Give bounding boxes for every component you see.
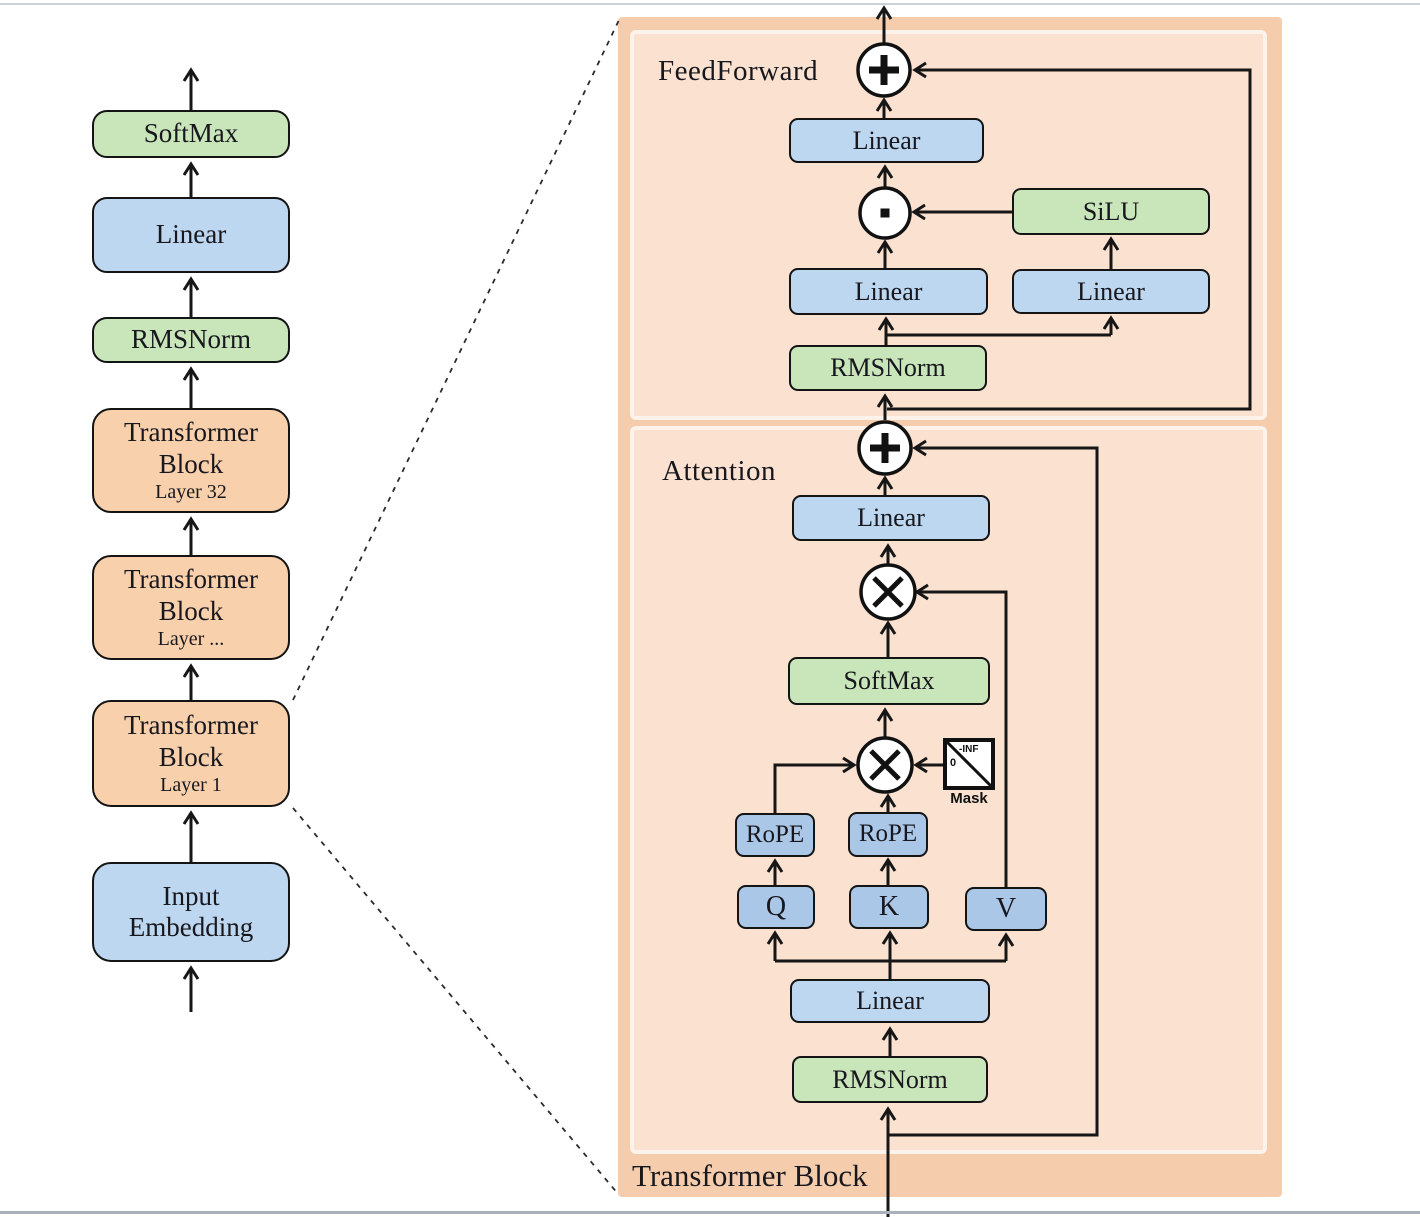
attn-linear-out-box: Linear — [792, 495, 990, 541]
left-linear-box: Linear — [92, 197, 290, 273]
tb32-line3: Layer 32 — [155, 480, 227, 503]
attention-section-label: Attention — [662, 455, 777, 487]
tb1-line2: Block — [158, 741, 224, 772]
left-softmax-label: SoftMax — [143, 118, 239, 149]
attn-linear-in-label: Linear — [856, 986, 924, 1016]
tb1-line3: Layer 1 — [160, 773, 222, 796]
rope-k-box: RoPE — [848, 812, 928, 857]
ff-linear-top-label: Linear — [852, 125, 921, 155]
ff-rmsnorm-label: RMSNorm — [830, 353, 946, 383]
tbdots-line2: Block — [158, 595, 224, 626]
ff-linear-left-box: Linear — [789, 268, 988, 315]
rope-k-label: RoPE — [858, 820, 918, 848]
q-box: Q — [737, 885, 815, 929]
left-softmax-box: SoftMax — [92, 110, 290, 158]
bottom-border-line — [0, 1211, 1420, 1214]
tb32-line1: Transformer — [124, 417, 258, 448]
tb32-line2: Block — [158, 448, 224, 479]
transformer-block-title: Transformer Block — [632, 1158, 868, 1193]
transformer-block-layer-dots-box: Transformer Block Layer ... — [92, 555, 290, 660]
mask-icon — [943, 738, 995, 790]
top-border-line — [0, 3, 1420, 5]
ff-linear-right-label: Linear — [1077, 276, 1145, 306]
tbdots-line1: Transformer — [124, 564, 258, 595]
k-label: K — [878, 890, 900, 922]
add-icon — [856, 42, 912, 98]
rope-q-box: RoPE — [735, 813, 815, 857]
q-label: Q — [765, 890, 787, 922]
mask-neginf-text: -INF — [959, 744, 979, 755]
flow-arrows — [182, 5, 1252, 1217]
ff-linear-left-label: Linear — [854, 276, 923, 306]
attn-linear-in-box: Linear — [790, 979, 990, 1023]
attn-softmax-box: SoftMax — [788, 657, 990, 705]
mask-label: Mask — [950, 790, 988, 807]
ff-silu-box: SiLU — [1012, 188, 1210, 235]
mask-zero-text: 0 — [950, 757, 957, 769]
transformer-block-layer1-box: Transformer Block Layer 1 — [92, 700, 290, 807]
ff-rmsnorm-box: RMSNorm — [789, 345, 987, 391]
v-label: V — [995, 892, 1017, 924]
ff-silu-label: SiLU — [1082, 196, 1140, 226]
left-rmsnorm-label: RMSNorm — [130, 324, 252, 355]
attn-softmax-label: SoftMax — [843, 666, 935, 696]
attn-linear-out-label: Linear — [857, 503, 925, 533]
v-box: V — [965, 887, 1047, 931]
rope-q-label: RoPE — [745, 820, 805, 848]
matmul-icon-av — [859, 563, 917, 621]
tb1-line1: Transformer — [124, 710, 258, 741]
k-box: K — [849, 885, 929, 929]
input-embedding-box: Input Embedding — [92, 862, 290, 962]
add-icon-attention — [857, 420, 913, 476]
left-linear-label: Linear — [155, 219, 227, 250]
left-rmsnorm-box: RMSNorm — [92, 317, 290, 363]
attn-rmsnorm-label: RMSNorm — [832, 1064, 948, 1094]
attn-rmsnorm-box: RMSNorm — [792, 1056, 988, 1103]
zoom-guide-dashed-lines — [292, 19, 620, 1196]
dot-product-icon — [858, 186, 912, 240]
tbdots-line3: Layer ... — [157, 627, 225, 650]
ff-linear-top-box: Linear — [789, 118, 984, 163]
embedding-line2: Embedding — [128, 912, 254, 942]
matmul-icon-qk — [856, 736, 914, 794]
embedding-line1: Input — [162, 880, 220, 911]
feedforward-section-label: FeedForward — [658, 55, 819, 87]
transformer-block-layer32-box: Transformer Block Layer 32 — [92, 408, 290, 513]
ff-linear-right-box: Linear — [1012, 269, 1210, 314]
